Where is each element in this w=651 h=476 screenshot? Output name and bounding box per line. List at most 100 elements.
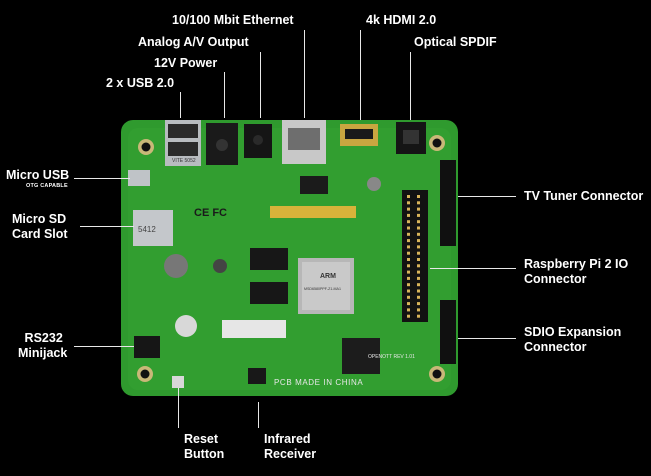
gpio-pin <box>417 207 420 211</box>
gpio-pins <box>407 195 420 318</box>
capacitor-3 <box>213 259 227 273</box>
usb-ports: VITE 5052 <box>165 120 201 166</box>
chip-brand-text: ARM <box>320 273 336 280</box>
label-sdio-2: Connector <box>524 340 587 354</box>
gpio-pin <box>417 195 420 198</box>
micro-sd-line <box>80 226 134 227</box>
sd-slot-text: 5412 <box>138 225 156 234</box>
gpio-pin <box>417 283 420 287</box>
gpio-pin <box>407 239 410 243</box>
gpio-pin <box>417 276 420 280</box>
spdif-line <box>410 52 411 120</box>
gpio-pin <box>407 195 410 198</box>
label-sdio: SDIO Expansion Connector <box>524 325 621 355</box>
analog-av-line <box>260 52 261 118</box>
gpio-pin <box>407 251 410 255</box>
tv-tuner-header <box>440 160 456 246</box>
gpio-pin <box>407 276 410 280</box>
rpi-gpio-header <box>402 190 428 322</box>
reset-button <box>172 376 184 388</box>
label-analog-av: Analog A/V Output <box>138 35 249 49</box>
gpio-pin <box>417 220 420 224</box>
gpio-pin <box>417 213 420 217</box>
label-sdio-1: SDIO Expansion <box>524 325 622 339</box>
gpio-pin <box>407 232 410 236</box>
gpio-pin <box>417 314 420 318</box>
gpio-pin <box>417 308 420 312</box>
warning-sticker <box>270 206 356 218</box>
label-ir-1: Infrared <box>264 432 311 446</box>
capacitor-1 <box>164 254 188 278</box>
micro-usb-port <box>128 170 150 186</box>
micro-sd-slot <box>133 210 173 246</box>
label-power: 12V Power <box>154 56 218 70</box>
gpio-pin <box>417 251 420 255</box>
hdmi-line <box>360 30 361 120</box>
cert-text: CE FC <box>194 207 227 219</box>
usb-line <box>180 92 181 118</box>
label-ir: Infrared Receiver <box>264 432 316 462</box>
capacitor-2 <box>175 315 197 337</box>
rpi-io-line <box>430 268 516 269</box>
pcb-made-text: PCB MADE IN CHINA <box>274 378 363 387</box>
ram-chip-1 <box>250 248 288 270</box>
ir-line <box>258 402 259 428</box>
tuner-chip <box>342 338 380 374</box>
gpio-pin <box>407 270 410 274</box>
label-rs232-2: Minijack <box>18 346 68 360</box>
gpio-pin <box>407 245 410 249</box>
gpio-pin <box>407 302 410 306</box>
version-text: OPENOTT REV 1.01 <box>368 354 415 360</box>
label-rs232: RS232 Minijack <box>18 331 68 361</box>
gpio-pin <box>407 295 410 299</box>
gpio-pin <box>407 213 410 217</box>
pcb-inner-shade <box>128 128 451 390</box>
gpio-pin <box>417 264 420 268</box>
micro-usb-line <box>74 178 130 179</box>
label-hdmi: 4k HDMI 2.0 <box>366 13 437 27</box>
gpio-pin <box>407 258 410 261</box>
barcode-sticker <box>222 320 286 338</box>
ethernet-line <box>304 30 305 118</box>
rs232-line <box>74 346 134 347</box>
mounting-holes <box>137 135 445 382</box>
gpio-pin <box>417 289 420 293</box>
ram-chip-2 <box>250 282 288 304</box>
sdio-header <box>440 300 456 364</box>
label-ethernet: 10/100 Mbit Ethernet <box>172 13 294 27</box>
usb-port-text: VITE 5052 <box>172 158 196 164</box>
gpio-pin <box>407 226 410 230</box>
gpio-pin <box>407 220 410 224</box>
label-micro-sd-1: Micro SD <box>12 212 67 226</box>
label-rpi-io-1: Raspberry Pi 2 IO <box>524 257 629 271</box>
sdio-line <box>458 338 516 339</box>
label-reset-1: Reset <box>184 432 219 446</box>
gpio-pin <box>407 289 410 293</box>
gpio-pin <box>407 283 410 287</box>
label-tv-tuner: TV Tuner Connector <box>524 189 644 203</box>
gpio-pin <box>417 226 420 230</box>
gpio-pin <box>407 314 410 318</box>
eth-phy-chip <box>300 176 328 194</box>
label-rpi-io-2: Connector <box>524 272 587 286</box>
label-micro-usb: Micro USB OTG CAPABLE <box>6 168 69 190</box>
reset-line <box>178 388 179 428</box>
label-micro-usb-main: Micro USB <box>6 168 70 182</box>
rs232-jack <box>134 336 160 358</box>
label-reset: Reset Button <box>184 432 224 462</box>
gpio-pin <box>417 239 420 243</box>
gpio-pin <box>407 308 410 312</box>
label-micro-usb-sub: OTG CAPABLE <box>26 183 68 189</box>
label-spdif: Optical SPDIF <box>414 35 497 49</box>
gpio-pin <box>417 258 420 261</box>
gpio-pin <box>417 245 420 249</box>
label-reset-2: Button <box>184 447 225 461</box>
label-rpi-io: Raspberry Pi 2 IO Connector <box>524 257 628 287</box>
gpio-pin <box>407 264 410 268</box>
gpio-pin <box>417 295 420 299</box>
label-micro-sd-2: Card Slot <box>12 227 68 241</box>
ir-receiver <box>248 368 266 384</box>
chip-model-text: MSD6580PPF-Z1-MA1 <box>304 287 341 291</box>
